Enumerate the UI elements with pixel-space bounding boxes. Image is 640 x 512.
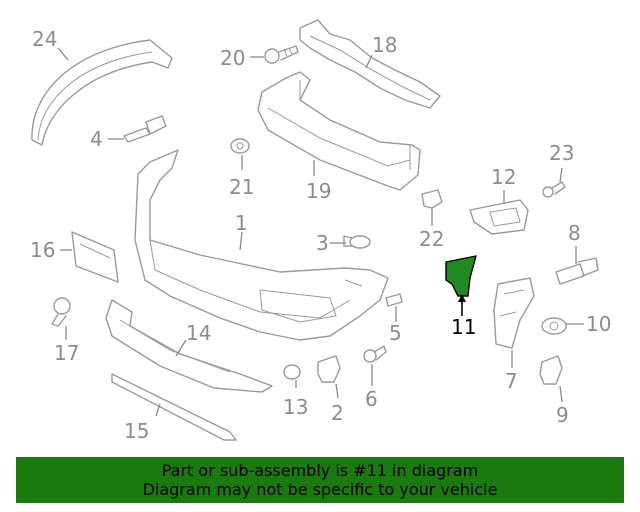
- callout-21: 21: [229, 175, 254, 199]
- callout-11: 11: [451, 315, 476, 339]
- callout-5: 5: [389, 321, 402, 345]
- part-19-reinforcement-beam: [257, 71, 421, 191]
- callout-16: 16: [30, 238, 55, 262]
- callout-18: 18: [372, 33, 397, 57]
- part-17-screw: [51, 297, 71, 340]
- callout-3: 3: [316, 231, 329, 255]
- callout-7: 7: [505, 369, 518, 393]
- callout-6: 6: [365, 387, 378, 411]
- callout-9: 9: [556, 403, 569, 427]
- callout-19: 19: [306, 179, 331, 203]
- part-10-push-pin: [541, 317, 584, 335]
- callout-13: 13: [283, 395, 308, 419]
- part-3-clip: [330, 235, 371, 249]
- callout-labels: 24 20 18 4 21 19 12 23 1 16 3 22 8 11 17…: [30, 27, 611, 443]
- callout-20: 20: [220, 46, 245, 70]
- part-20-screw: [250, 45, 299, 64]
- banner-line-1: Part or sub-assembly is #11 in diagram: [161, 461, 479, 480]
- part-4-clip: [108, 115, 167, 143]
- part-16-plate-bracket: [60, 231, 119, 283]
- part-18-energy-absorber: [299, 19, 441, 109]
- banner-line-2: Diagram may not be specific to your vehi…: [142, 480, 498, 499]
- callout-14: 14: [186, 321, 211, 345]
- part-2-bracket: [317, 355, 341, 399]
- callout-4: 4: [90, 127, 103, 151]
- part-7-side-bracket: [493, 277, 535, 368]
- part-14-lower-spoiler: [105, 299, 273, 393]
- callout-24: 24: [32, 27, 57, 51]
- part-5-bracket: [385, 293, 403, 322]
- callout-23: 23: [549, 141, 574, 165]
- part-23-screw: [542, 167, 566, 198]
- part-9-bracket: [539, 355, 563, 403]
- part-6-screw: [363, 345, 387, 386]
- part-12-fog-lamp-bezel: [469, 190, 529, 235]
- part-22-bracket: [421, 189, 443, 226]
- part-24-wheel-arch-moulding: [31, 39, 173, 146]
- callout-1: 1: [235, 211, 248, 235]
- part-15-lower-trim: [111, 373, 237, 441]
- callout-15: 15: [124, 419, 149, 443]
- part-11-deflector-highlighted: [445, 255, 477, 316]
- callout-8: 8: [568, 221, 581, 245]
- callout-10: 10: [586, 312, 611, 336]
- callout-22: 22: [419, 227, 444, 251]
- callout-17: 17: [54, 341, 79, 365]
- part-13-plug: [283, 364, 301, 388]
- part-21-push-pin: [230, 138, 250, 170]
- callout-12: 12: [491, 165, 516, 189]
- part-1-bumper-cover: [134, 149, 389, 341]
- part-8-retainer: [555, 246, 599, 285]
- callout-2: 2: [331, 401, 344, 425]
- info-banner: Part or sub-assembly is #11 in diagram D…: [16, 457, 624, 503]
